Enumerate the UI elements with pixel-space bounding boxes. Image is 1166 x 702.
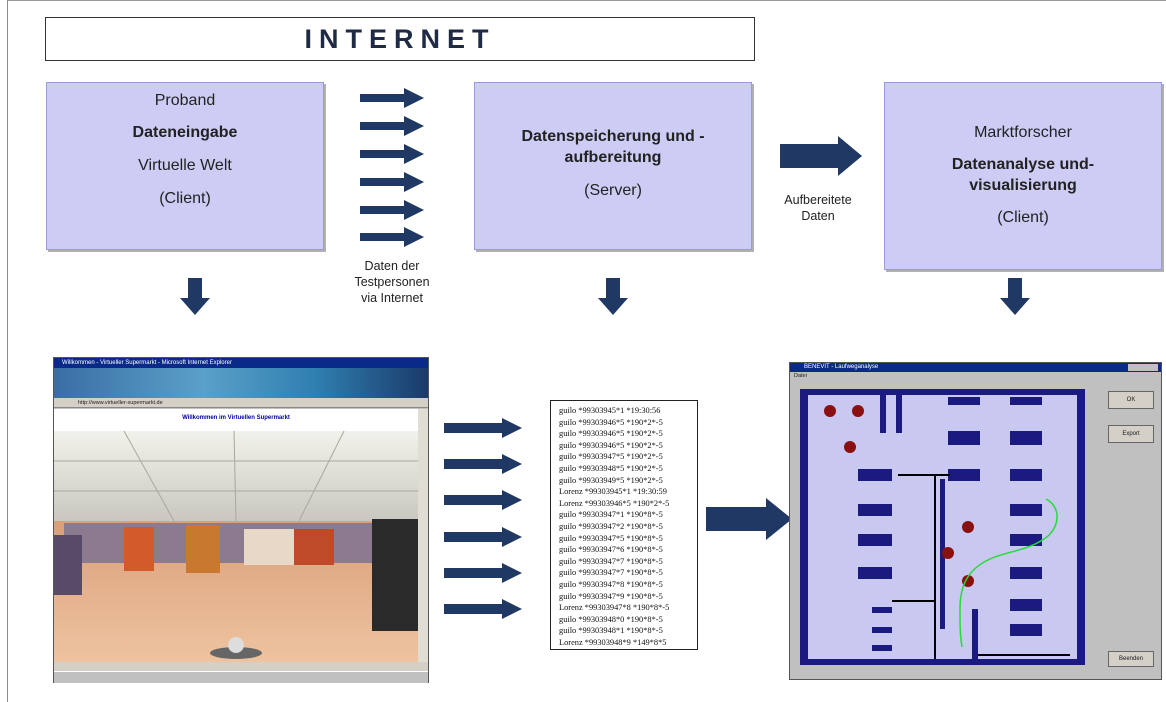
analyst-role: Marktforscher: [974, 124, 1072, 141]
analysis-titlebar: BENEVIT - Laufweganalyse: [790, 363, 1161, 372]
hotspot-5: [942, 547, 954, 559]
log-line: guilo *99303946*5 *190*2*-5: [559, 429, 663, 439]
transfer-label-line3: via Internet: [361, 291, 423, 305]
down-arrow-client: [180, 278, 210, 315]
browser-statusbar: [54, 662, 428, 671]
internet-banner: INTERNET: [45, 17, 755, 61]
browser-page: Willkommen im Virtuellen Supermarkt: [54, 409, 418, 662]
processed-label-line2: Daten: [801, 209, 835, 223]
processed-label: Aufbereitete Daten: [768, 192, 868, 224]
log-line: guilo *99303948*5 *190*2*-5: [559, 463, 663, 473]
log-line: guilo *99303948*1 *190*8*-5: [559, 626, 663, 636]
log-arrows: [444, 418, 522, 619]
log-line: Lorenz *99303948*9 *149*8*5: [559, 637, 667, 647]
server-title-line2: aufbereitung: [564, 149, 662, 166]
analyst-tag: (Client): [997, 209, 1049, 226]
transfer-label-line2: Testpersonen: [354, 275, 430, 289]
log-line: Lorenz *99303945*1 *19:30:59: [559, 487, 667, 497]
customer-path: [959, 498, 1058, 648]
browser-toolbar: [54, 368, 428, 398]
virtual-supermarket-screenshot: Willkommen - Virtueller Supermarkt - Mic…: [53, 357, 429, 683]
log-arrow-5: [444, 563, 522, 583]
log-line: guilo *99303946*5 *190*2*-5: [559, 417, 663, 427]
transfer-arrow-2: [360, 116, 424, 136]
transfer-label: Daten der Testpersonen via Internet: [342, 258, 442, 306]
log-line: guilo *99303947*1 *190*8*-5: [559, 510, 663, 520]
log-line: guilo *99303947*7 *190*8*-5: [559, 556, 663, 566]
hotspot-3: [844, 441, 856, 453]
server-tag: (Server): [584, 182, 642, 199]
log-line: Lorenz *99303947*8 *190*8*-5: [559, 603, 670, 613]
log-arrow-6: [444, 599, 522, 619]
log-arrow-1: [444, 418, 522, 438]
analyst-title-line2: visualisierung: [969, 177, 1077, 194]
page-heading: Willkommen im Virtuellen Supermarkt: [182, 415, 290, 421]
log-arrow-3: [444, 490, 522, 510]
transfer-arrow-4: [360, 172, 424, 192]
analysis-arrow: [706, 498, 792, 540]
log-arrow-4: [444, 527, 522, 547]
log-line: guilo *99303949*5 *190*2*-5: [559, 475, 663, 485]
server-title-line1: Datenspeicherung und -: [521, 128, 705, 145]
log-line: guilo *99303948*0 *190*8*-5: [559, 614, 663, 624]
transfer-arrow-3: [360, 144, 424, 164]
processed-label-line1: Aufbereitete: [784, 193, 852, 207]
frame-left-line: [7, 0, 8, 702]
analyst-box: Marktforscher Datenanalyse und- visualis…: [884, 82, 1162, 270]
analysis-menubar[interactable]: Datei: [794, 373, 807, 379]
log-line: guilo *99303947*7 *190*8*-5: [559, 568, 663, 578]
log-line: guilo *99303946*5 *190*2*-5: [559, 440, 663, 450]
log-line: guilo *99303947*5 *190*8*-5: [559, 533, 663, 543]
client-box: Proband Dateneingabe Virtuelle Welt (Cli…: [46, 82, 324, 250]
server-box: Datenspeicherung und - aufbereitung (Ser…: [474, 82, 752, 250]
frame-top-line: [7, 0, 1166, 1]
path-analysis-screenshot: BENEVIT - Laufweganalyse Datei OK E: [789, 362, 1162, 680]
log-line: guilo *99303945*1 *19:30:56: [559, 406, 661, 415]
hotspot-2: [852, 405, 864, 417]
client-tag: (Client): [159, 190, 211, 207]
down-arrow-server: [598, 278, 628, 315]
client-role: Proband: [154, 92, 216, 109]
log-arrow-2: [444, 454, 522, 474]
supermarket-3d-view: [54, 431, 418, 662]
down-arrow-analyst: [1000, 278, 1030, 315]
log-line: guilo *99303947*9 *190*8*-5: [559, 591, 663, 601]
browser-titlebar: Willkommen - Virtueller Supermarkt - Mic…: [54, 358, 428, 368]
processed-arrow: [780, 136, 862, 176]
taskbar: [54, 671, 428, 683]
store-floorplan: [800, 389, 1085, 665]
browser-addressbar: http://www.virtueller-supermarkt.de: [54, 398, 428, 408]
transfer-arrow-1: [360, 88, 424, 108]
analyst-title-line1: Datenanalyse und-: [951, 156, 1095, 173]
raw-data-log: guilo *99303945*1 *19:30:56 guilo *993039…: [550, 400, 698, 650]
transfer-arrow-6: [360, 227, 424, 247]
transfer-label-line1: Daten der: [364, 259, 420, 273]
browser-scrollbar[interactable]: [418, 409, 428, 662]
log-line: guilo *99303947*2 *190*8*-5: [559, 521, 663, 531]
transfer-arrows: [360, 88, 424, 247]
hotspot-1: [824, 405, 836, 417]
log-line: guilo *99303947*8 *190*8*-5: [559, 579, 663, 589]
log-line: guilo *99303947*6 *190*8*-5: [559, 545, 663, 555]
transfer-arrow-5: [360, 200, 424, 220]
log-line: Lorenz *99303946*5 *190*2*-5: [559, 498, 670, 508]
client-title: Dateneingabe: [132, 124, 238, 141]
analysis-button-top[interactable]: OK: [1108, 391, 1154, 409]
hotspot-4: [962, 521, 974, 533]
log-line: guilo *99303947*5 *190*2*-5: [559, 452, 663, 462]
analysis-window-controls[interactable]: [1128, 364, 1158, 371]
analysis-button-bottom[interactable]: Beenden: [1108, 651, 1154, 667]
client-subtitle: Virtuelle Welt: [138, 157, 232, 174]
analysis-button-mid[interactable]: Export: [1108, 425, 1154, 443]
